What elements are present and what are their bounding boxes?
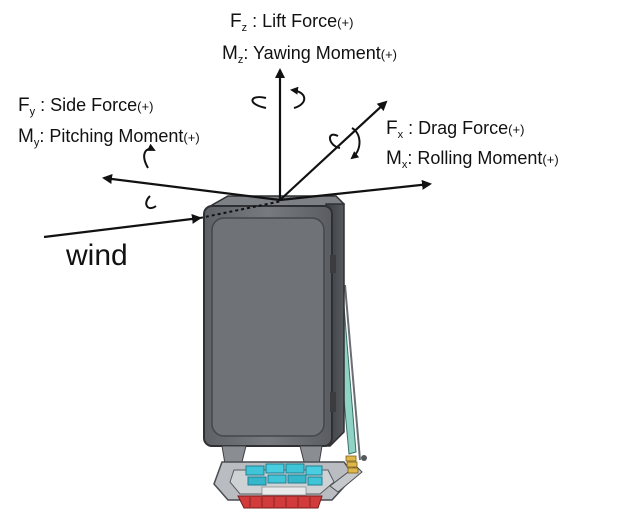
fx-label: Fx : Drag Force(+): [386, 118, 525, 141]
pad-label: [261, 486, 307, 496]
side-detail-upper: [330, 255, 336, 273]
wind-dotted-line: [199, 200, 283, 219]
mx-label: Mx: Rolling Moment(+): [386, 148, 559, 171]
roll-rotation-arrow-icon: [329, 127, 361, 160]
mz-label: Mz: Yawing Moment(+): [222, 43, 397, 66]
wind-label: wind: [66, 239, 128, 272]
side-detail-lower: [330, 392, 336, 412]
red-tread: [237, 495, 323, 509]
pitch-rotation-arrow-icon: [143, 143, 157, 210]
my-label: My: Pitching Moment(+): [18, 126, 200, 149]
side-strut-rod: [344, 284, 361, 461]
spring: [345, 455, 359, 474]
pivot-dot: [361, 455, 367, 461]
y-axis-right-arrow: [279, 179, 432, 202]
axes: [43, 68, 432, 239]
red-tread-ribs: [249, 497, 311, 507]
cyan-pads: [245, 463, 323, 486]
vehicle-model: [203, 195, 367, 509]
body-inner-panel: [211, 217, 325, 437]
fy-label: Fy : Side Force(+): [18, 95, 154, 118]
fz-label: Fz : Lift Force(+): [230, 11, 354, 34]
x-axis-arrow: [279, 100, 388, 201]
yaw-rotation-arrow-icon: [251, 86, 306, 109]
wind-arrow: [43, 214, 202, 239]
y-axis-left-arrow: [102, 174, 281, 202]
